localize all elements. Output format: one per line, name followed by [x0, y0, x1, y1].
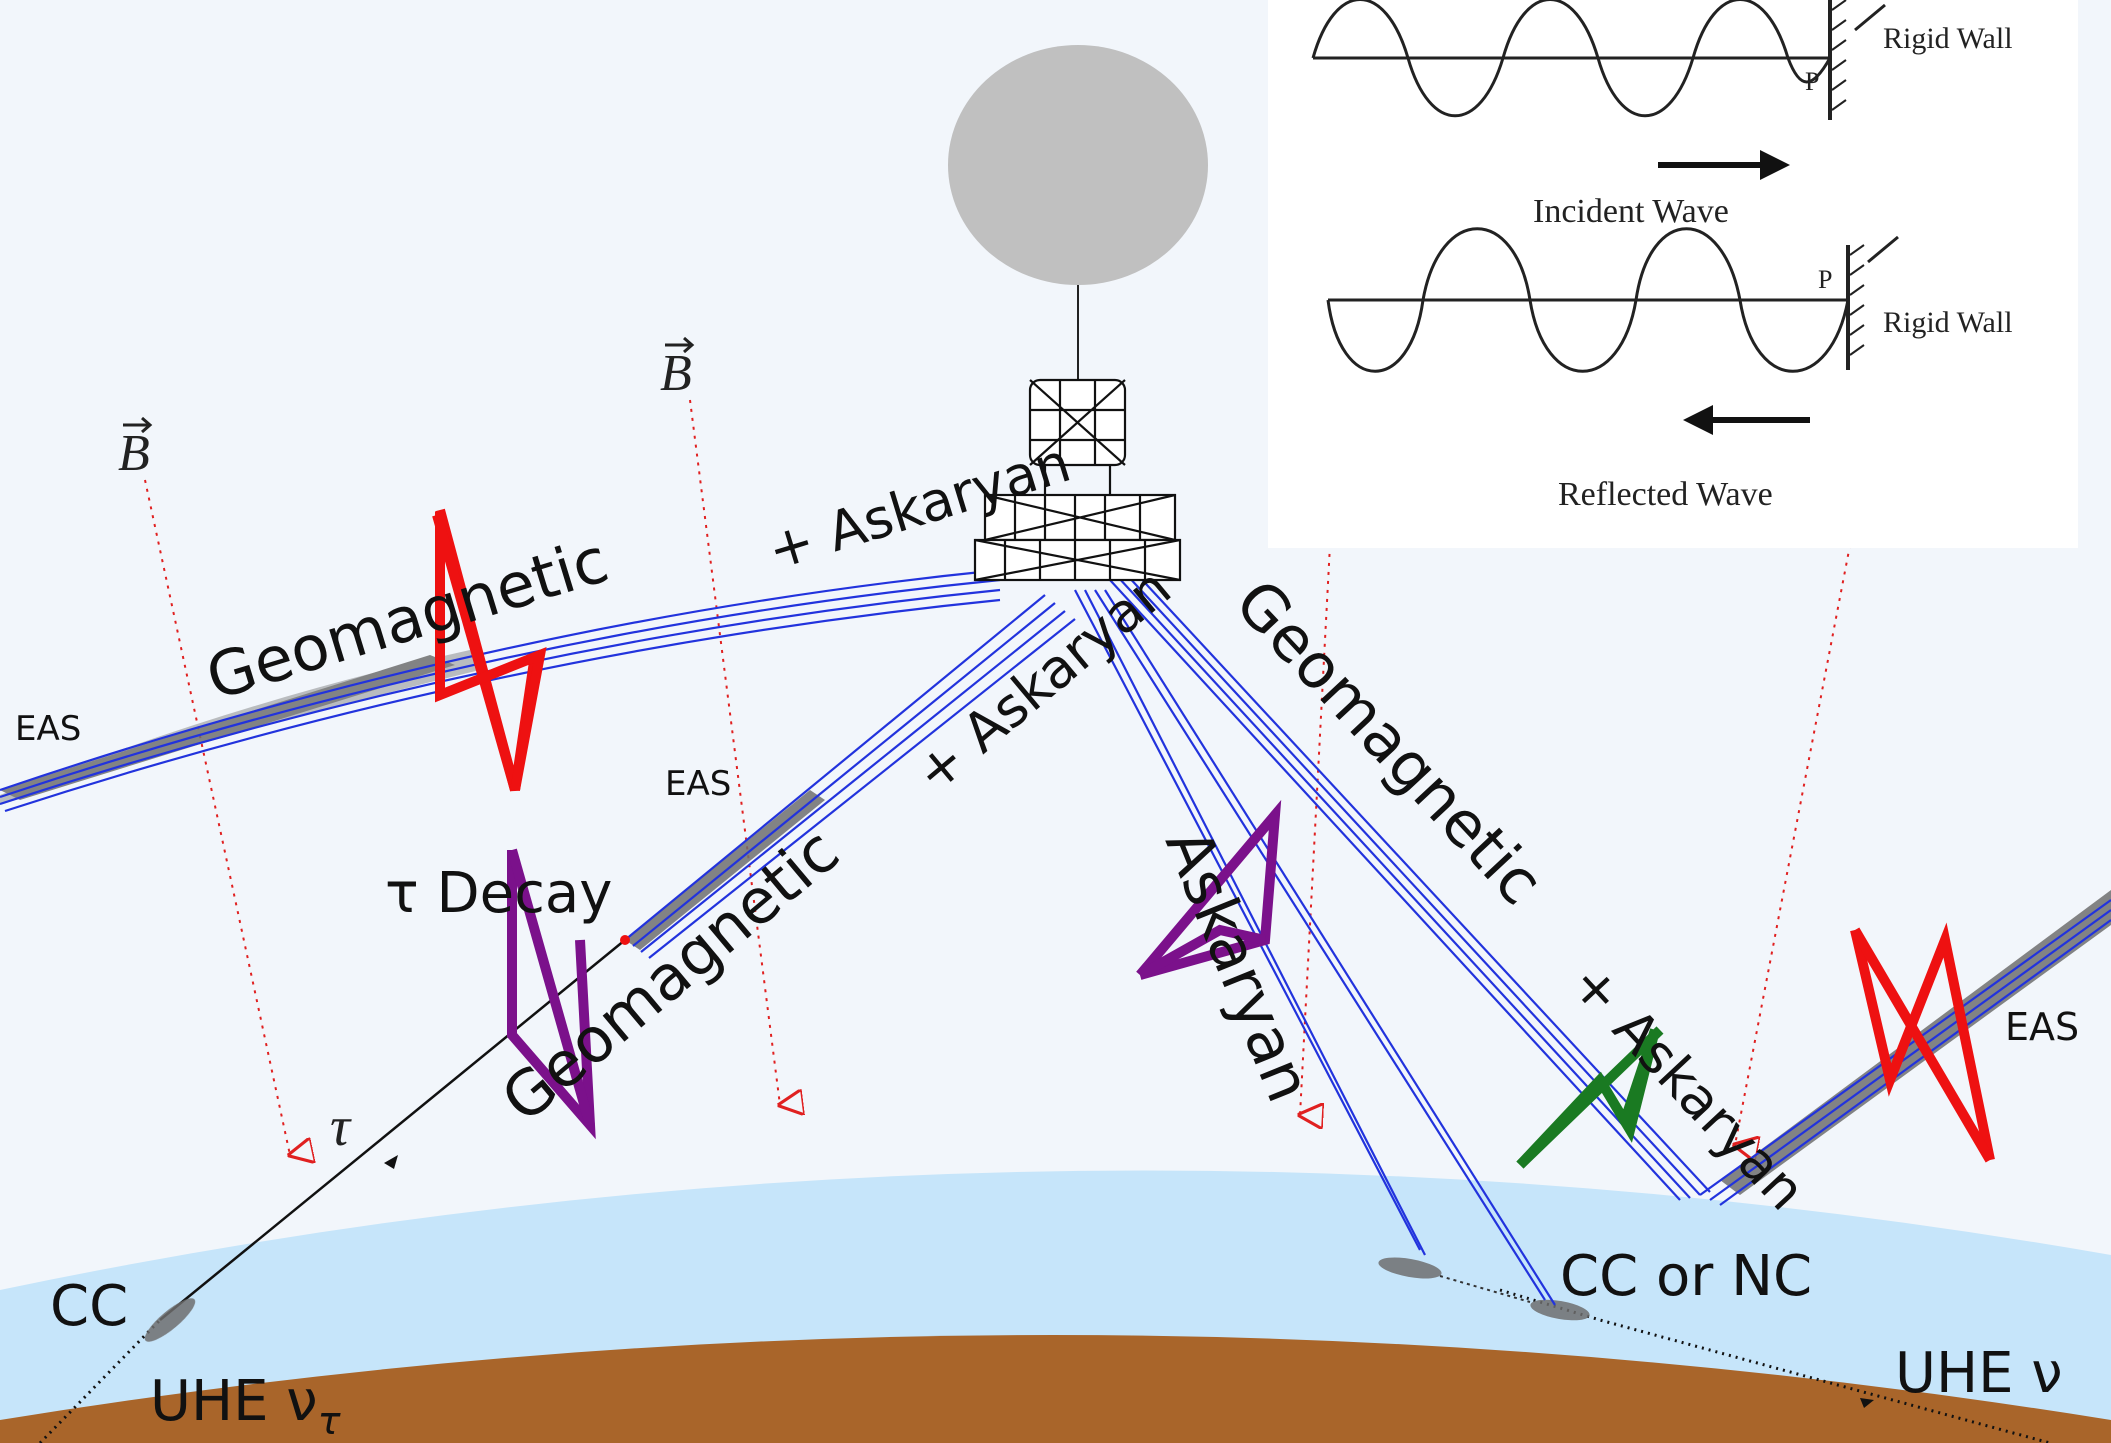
decay-point — [620, 935, 630, 945]
incident-wave-label: Incident Wave — [1533, 193, 1729, 230]
nc-track — [1439, 1275, 1531, 1303]
b-field-label-2: B — [660, 345, 692, 402]
uhe-nu-tau-label: UHE ντ — [150, 1369, 342, 1443]
eas-label-right: EAS — [2005, 1005, 2079, 1049]
neutrino-tracks — [38, 939, 2051, 1443]
askaryan-pulse-mid — [1136, 799, 1282, 980]
p-label-bottom: P — [1818, 265, 1832, 294]
vector-arrow-1 — [123, 416, 153, 434]
b-field-lines — [144, 399, 1851, 1155]
rigid-wall-label-top: Rigid Wall — [1883, 22, 2013, 55]
cc-or-nc-label: CC or NC — [1560, 1244, 1812, 1309]
ground-layer — [0, 1335, 2111, 1443]
eas-label-left: EAS — [15, 709, 81, 749]
reflected-wave-label: Reflected Wave — [1558, 476, 1773, 513]
balloon — [948, 45, 1208, 285]
wave-reflection-inset: P Rigid Wall Incident Wave P Rigid Wall … — [1268, 0, 2078, 548]
rigid-wall-label-bottom: Rigid Wall — [1883, 306, 2013, 339]
geomagnetic-pulse-right — [1850, 922, 1995, 1162]
b-field-label-1: B — [118, 425, 150, 482]
askaryan-pulse-left — [507, 850, 596, 1140]
p-label-top: P — [1805, 67, 1819, 96]
vector-arrow-2 — [665, 336, 695, 354]
tau-label: τ — [330, 1096, 352, 1158]
radio-emission — [0, 568, 2111, 1306]
uhe-nu-label: UHE ν — [1895, 1341, 2063, 1406]
tau-decay-label: τ Decay — [385, 861, 612, 926]
eas-label-mid: EAS — [665, 764, 731, 804]
tau-arrowhead — [384, 1155, 398, 1169]
nu-arrowhead — [1860, 1398, 1874, 1408]
anita-payload — [973, 378, 1182, 582]
cc-label: CC — [50, 1274, 128, 1339]
